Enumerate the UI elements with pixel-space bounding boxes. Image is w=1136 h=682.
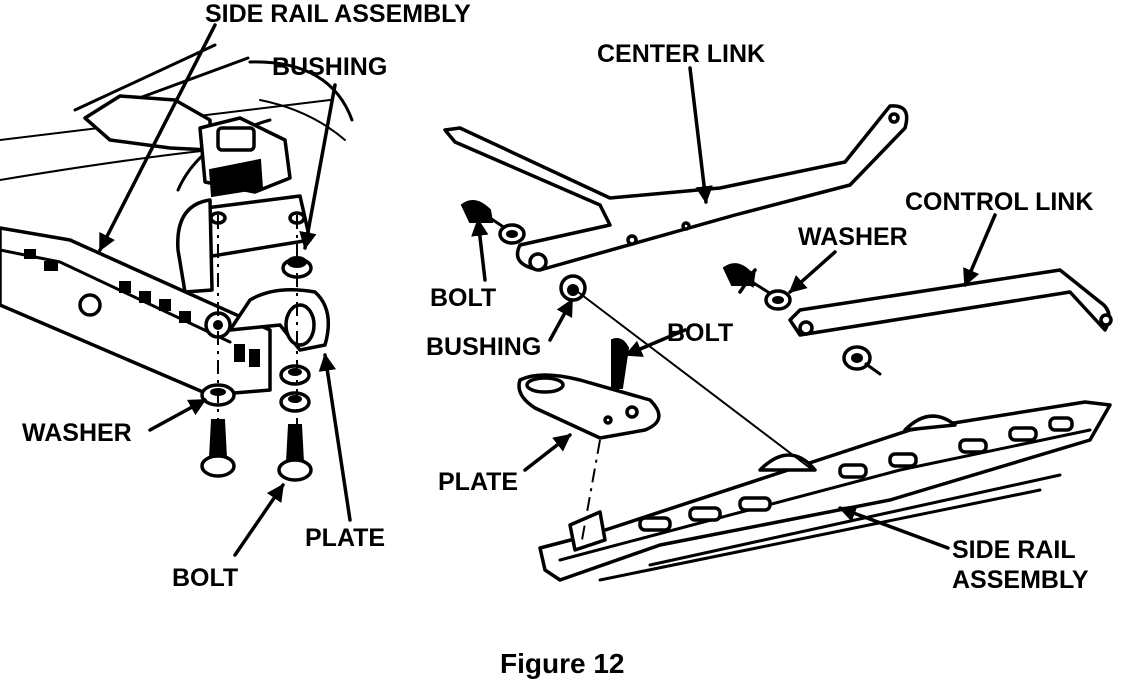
label-side-rail-line2: ASSEMBLY (952, 566, 1089, 594)
left-assembly-drawing (0, 43, 354, 482)
washer-stack-left (200, 364, 311, 413)
figure-caption: Figure 12 (500, 648, 624, 679)
upper-bracket (83, 94, 312, 294)
label-side-rail-assembly-top: SIDE RAIL ASSEMBLY (205, 0, 471, 28)
control-link (788, 268, 1113, 337)
label-plate-right: PLATE (438, 468, 518, 496)
label-plate-left: PLATE (305, 524, 385, 552)
right-assembly-drawing (443, 104, 1113, 582)
bolt-right (611, 338, 630, 389)
bushing-right (559, 274, 587, 302)
label-bolt-right-top: BOLT (430, 284, 496, 312)
center-link (443, 104, 909, 272)
label-control-link: CONTROL LINK (905, 188, 1093, 216)
side-rail-right (538, 400, 1112, 582)
plate-left (228, 288, 331, 352)
label-bolt-right-mid: BOLT (667, 319, 733, 347)
label-bolt-left: BOLT (172, 564, 238, 592)
label-bushing-right: BUSHING (426, 333, 541, 361)
leader-lines (98, 23, 997, 557)
label-center-link: CENTER LINK (597, 40, 765, 68)
label-washer-left: WASHER (22, 419, 132, 447)
bolts-left (200, 419, 313, 482)
label-side-rail-line1: SIDE RAIL (952, 536, 1076, 564)
label-washer-right: WASHER (798, 223, 908, 251)
plate-right (517, 373, 661, 440)
side-rail-left (0, 226, 272, 397)
label-bushing-left: BUSHING (272, 53, 387, 81)
control-link-hardware (722, 263, 882, 376)
center-link-hardware (460, 200, 526, 245)
callout-labels: SIDE RAIL ASSEMBLY BUSHING WASHER BOLT P… (22, 0, 1093, 679)
